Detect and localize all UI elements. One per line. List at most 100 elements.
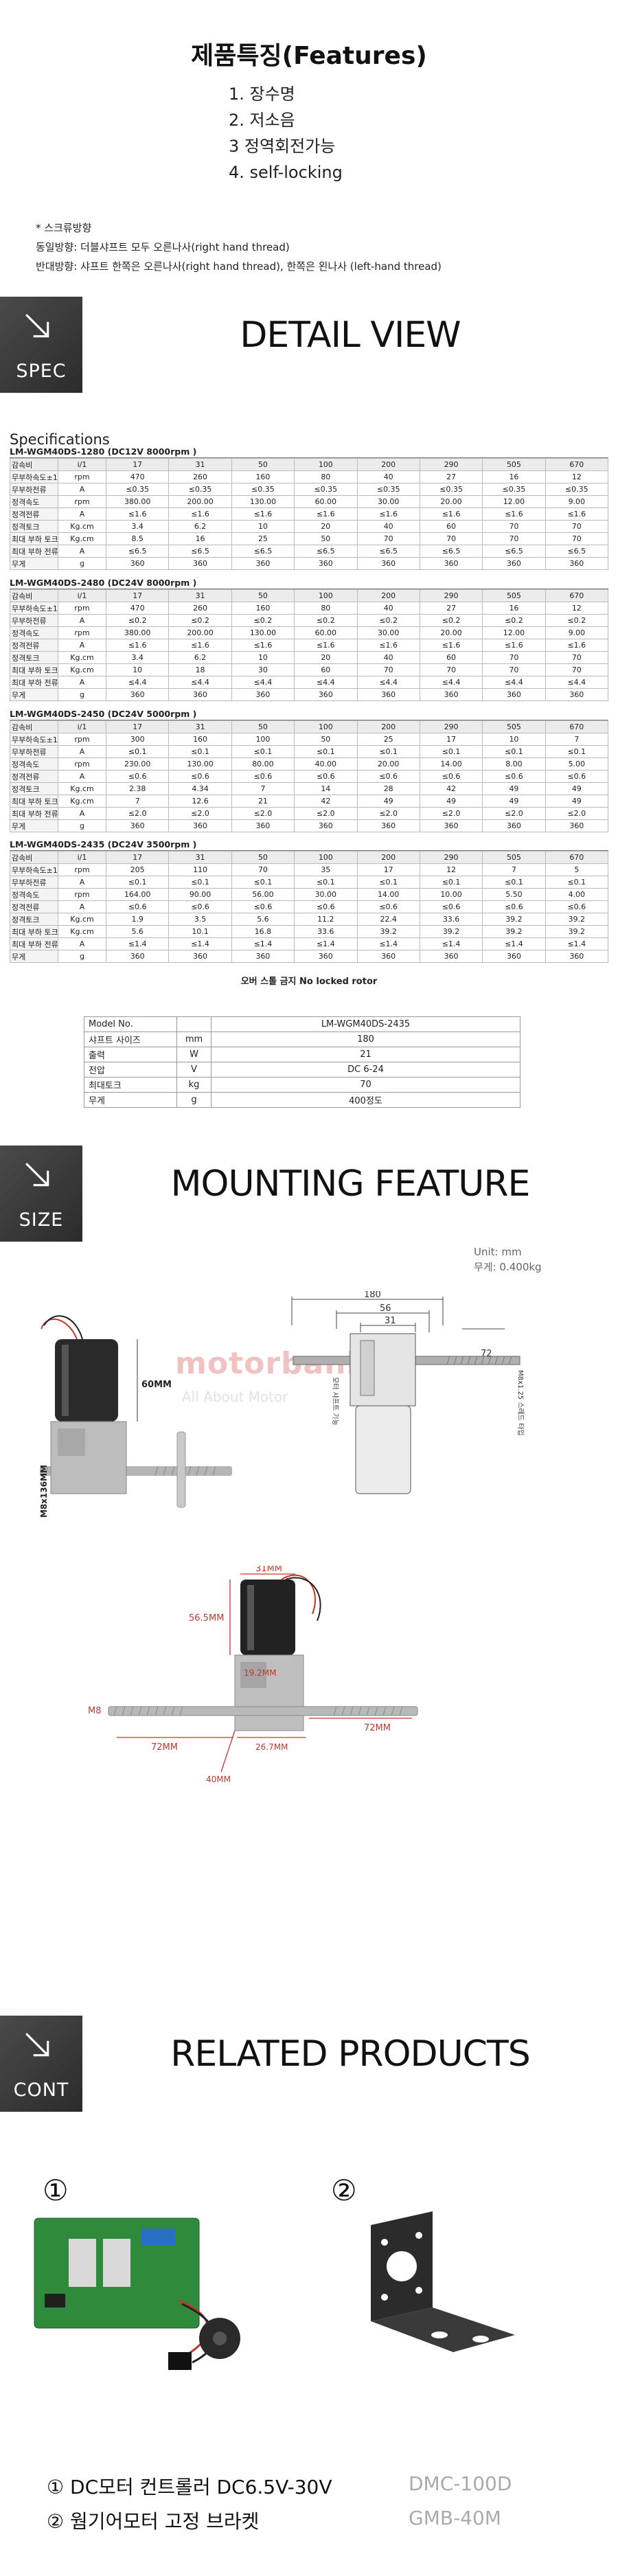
table-cell: 40	[356, 470, 420, 483]
table-cell: ≤0.1	[356, 745, 420, 758]
table-cell: ≤6.5	[294, 545, 358, 558]
screw-direction-notes: * 스크류방향 동일방향: 더블샤프트 모두 오른나사(right hand t…	[36, 218, 442, 276]
table-cell: ≤0.1	[545, 876, 609, 889]
table-cell: ≤0.6	[482, 900, 546, 913]
spec-table: 감속비i/1173150100200290505670무부하속도±10%rpm4…	[10, 589, 609, 701]
spec-banner-title: DETAIL VIEW	[240, 315, 461, 356]
table-cell: 100	[294, 851, 358, 864]
related-product-name[interactable]: ① DC모터 컨트롤러 DC6.5V-30V	[47, 2476, 332, 2498]
table-cell: 42	[294, 795, 358, 808]
table-cell: 100	[294, 458, 358, 471]
mounting-bracket-photo[interactable]	[336, 2204, 536, 2376]
table-cell: 22.4	[356, 913, 420, 926]
table-cell: 110	[168, 863, 232, 876]
no-locked-rotor-note: 오버 스톨 금지 No locked rotor	[240, 977, 378, 987]
table-cell: ≤0.1	[545, 745, 609, 758]
table-cell: ≤1.4	[482, 937, 546, 950]
table-cell: ≤4.4	[419, 676, 483, 689]
table-cell: ≤2.0	[419, 807, 483, 820]
table-cell: 30	[231, 663, 295, 676]
table-cell: ≤2.0	[356, 807, 420, 820]
row-unit: rpm	[58, 495, 106, 508]
motor-controller-photo[interactable]	[21, 2198, 254, 2376]
table-cell: 49	[545, 795, 609, 808]
table-cell: 70	[545, 532, 609, 545]
row-label: 감속비	[10, 458, 58, 471]
table-cell: 130.00	[168, 757, 232, 771]
table-cell: ≤6.5	[168, 545, 232, 558]
row-unit: g	[58, 950, 106, 963]
table-cell: ≤1.6	[356, 639, 420, 652]
row-label: 정격토크	[10, 782, 58, 795]
table-cell: 16.8	[231, 925, 295, 938]
table-cell: ≤4.4	[545, 676, 609, 689]
table-cell: 4.00	[545, 888, 609, 901]
row-unit: A	[58, 614, 106, 627]
table-cell: ≤0.6	[545, 770, 609, 783]
table-cell: 12.00	[482, 626, 546, 639]
table-cell: 27	[419, 470, 483, 483]
table-cell: 290	[419, 851, 483, 864]
table-cell: ≤0.1	[231, 876, 295, 889]
table-cell: 230.00	[105, 757, 170, 771]
table-cell: 9.00	[545, 626, 609, 639]
table-cell: ≤0.2	[482, 614, 546, 627]
row-unit: g	[58, 688, 106, 701]
table-cell: ≤0.35	[356, 483, 420, 496]
summary-unit: mm	[176, 1031, 211, 1047]
table-cell: 160	[168, 733, 232, 746]
table-cell: ≤0.6	[419, 770, 483, 783]
table-cell: ≤0.6	[168, 900, 232, 913]
related-product-name[interactable]: ② 웜기어모터 고정 브라켓	[47, 2510, 260, 2533]
table-cell: ≤0.1	[294, 745, 358, 758]
side-label: M8x136MM	[39, 1465, 49, 1518]
table-cell: 360	[168, 950, 232, 963]
table-cell: 60	[294, 663, 358, 676]
row-unit: A	[58, 807, 106, 820]
table-cell: 670	[545, 720, 609, 733]
table-cell: 360	[356, 688, 420, 701]
table-cell: 17	[356, 863, 420, 876]
table-cell: 8.5	[105, 532, 170, 545]
table-cell: 17	[105, 589, 170, 602]
row-label: 최대 부하 전류	[10, 937, 58, 950]
row-label: 최대 부하 토크	[10, 532, 58, 545]
row-label: 정격속도	[10, 888, 58, 901]
table-cell: 14	[294, 782, 358, 795]
dim-label: 31MM	[255, 1566, 282, 1574]
unit-line: Unit: mm	[474, 1246, 522, 1258]
table-cell: 5.50	[482, 888, 546, 901]
table-cell: ≤1.6	[356, 508, 420, 521]
spec-table-title: LM-WGM40DS-2450 (DC24V 5000rpm )	[10, 709, 608, 720]
table-cell: 5	[545, 863, 609, 876]
table-cell: 505	[482, 589, 546, 602]
table-cell: ≤0.1	[419, 745, 483, 758]
table-cell: 380.00	[105, 626, 170, 639]
drawing-note-left: 모터 샤프트 기능	[331, 1377, 339, 1426]
table-cell: 70	[482, 651, 546, 664]
table-cell: 30.00	[356, 495, 420, 508]
row-unit: Kg.cm	[58, 925, 106, 938]
table-cell: 11.2	[294, 913, 358, 926]
dim-label: 56	[380, 1303, 391, 1314]
table-cell: 60	[419, 651, 483, 664]
table-cell: 6.2	[168, 520, 232, 533]
black-wire	[285, 1577, 321, 1621]
row-unit: A	[58, 900, 106, 913]
table-cell: 50	[294, 532, 358, 545]
dim-label: 56.5MM	[189, 1613, 224, 1623]
table-cell: ≤2.0	[482, 807, 546, 820]
watermark-tag: All About Motor	[182, 1389, 288, 1405]
table-cell: ≤4.4	[105, 676, 170, 689]
table-cell: 360	[168, 688, 232, 701]
table-cell: 50	[294, 733, 358, 746]
table-cell: 360	[294, 950, 358, 963]
